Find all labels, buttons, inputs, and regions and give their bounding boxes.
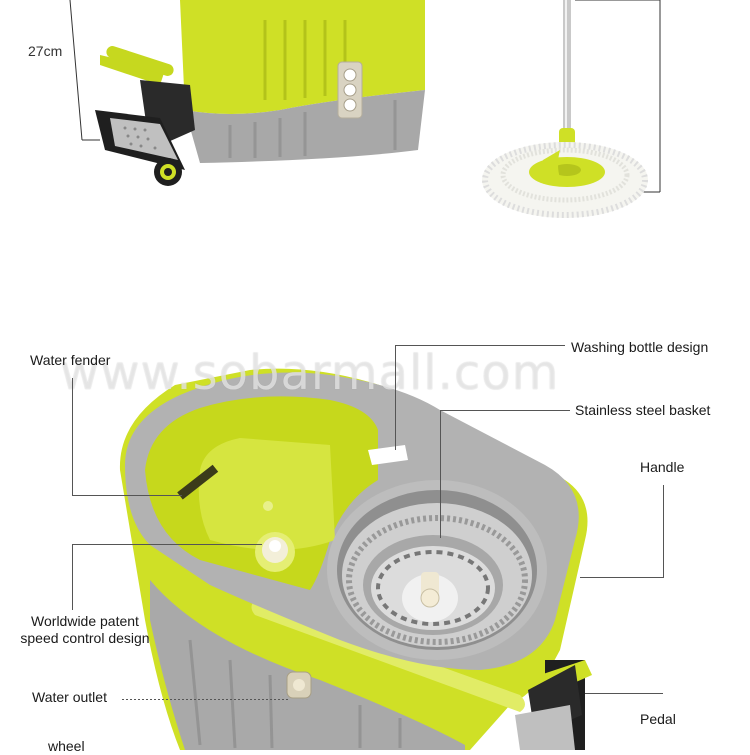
leader-washing-bottle [395,345,565,346]
leader-handle [663,485,664,577]
watermark: www.sobarmall.com [60,345,560,401]
leader-water-fender [72,378,73,495]
washing-bottle [368,445,408,465]
bucket-top-view [119,368,592,750]
label-wheel: wheel [48,738,85,754]
pedal-lever [100,55,165,85]
bucket-lower-gray [150,580,465,750]
leader-stainless-basket [440,410,570,411]
label-speed-control: Worldwide patent speed control design [20,613,150,646]
brand-stamp [177,464,219,500]
label-water-fender: Water fender [30,352,111,368]
label-pedal: Pedal [640,711,676,727]
label-handle: Handle [640,459,685,475]
leader-speed-control [72,544,262,545]
bucket-body-lime [180,0,425,114]
mop-illustration [482,0,661,218]
leader-water-outlet [122,699,290,700]
label-water-outlet: Water outlet [32,689,107,705]
leader-pedal [585,693,663,694]
label-washing-bottle: Washing bottle design [571,339,709,355]
bucket-side-view [69,0,425,186]
dimension-line [69,0,83,141]
label-stainless-basket: Stainless steel basket [575,402,711,418]
dimension-label: 27cm [28,43,63,59]
